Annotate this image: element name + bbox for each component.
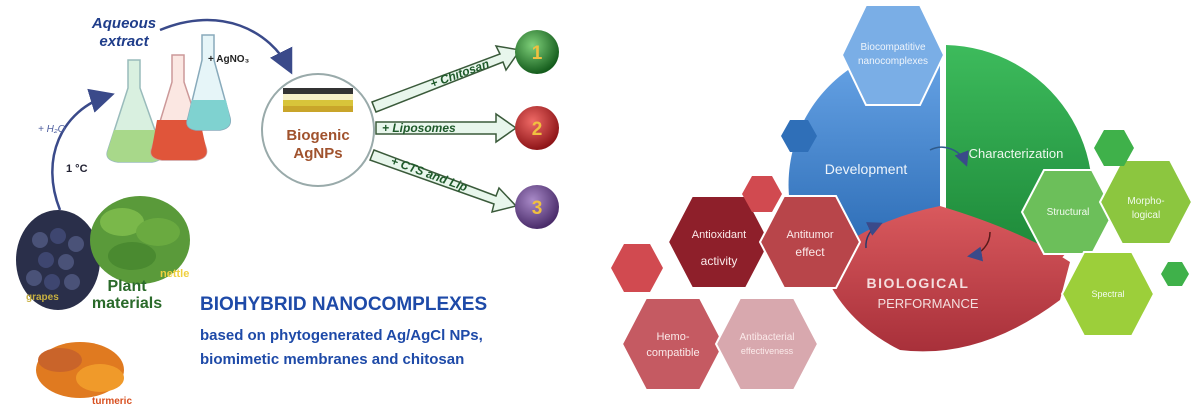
small-green-hexagon-2: [1161, 262, 1189, 286]
route-1-circle: [515, 30, 559, 74]
antioxidant-line1: Antioxidant: [692, 229, 746, 241]
synthesis-arrow: [159, 18, 293, 75]
aqueous-extract-line1: Aqueous: [91, 15, 156, 32]
temperature-label: 1 °C: [66, 163, 88, 175]
biocompatible-line2: nanocomplexes: [858, 56, 928, 67]
biocompatible-line1: Biocompatitive: [860, 42, 925, 53]
plant-materials-line1: Plant: [107, 278, 147, 295]
route-1-number: 1: [532, 43, 543, 64]
hemo-line2: compatible: [646, 347, 699, 359]
antibacterial-hexagon: [714, 297, 820, 391]
route-3-number: 3: [532, 198, 543, 219]
biogenic-line1: Biogenic: [286, 127, 349, 144]
route-3: + CTS and Lip 3: [369, 149, 559, 229]
cycle-arrow-1: [929, 146, 969, 167]
flasks-illustration: [106, 34, 232, 163]
spectral-hexagon: [1060, 251, 1156, 337]
aqueous-extract-line2: extract: [99, 33, 149, 50]
characterization-label: Characterization: [969, 146, 1064, 161]
left-panel: Aqueous extract + H₂O 1 °C + AgNO₃ Bioge…: [16, 15, 559, 406]
nettle-image: [90, 196, 190, 284]
biological-line1: BIOLOGICAL: [867, 275, 970, 291]
subline-2: biomimetic membranes and chitosan: [200, 351, 464, 368]
hemo-line1: Hemo-: [656, 331, 689, 343]
small-red-hexagon-2: [742, 176, 782, 212]
biological-performance-sector: [820, 206, 1070, 352]
small-blue-hexagon: [781, 120, 817, 152]
nettle-label: nettle: [160, 268, 189, 280]
cycle-arrow-3: [865, 222, 883, 249]
route-2-label: + Liposomes: [382, 121, 456, 135]
headline: BIOHYBRID NANOCOMPLEXES: [200, 294, 487, 315]
morphological-hexagon: [1098, 159, 1194, 245]
route-1: + Chitosan 1: [371, 30, 559, 113]
hemocompatible-hexagon: [620, 297, 726, 391]
extraction-arrow: [51, 88, 115, 211]
morphological-line1: Morpho-: [1127, 196, 1164, 207]
grapes-image: [16, 210, 100, 310]
turmeric-label: turmeric: [92, 396, 132, 406]
biological-line2: PERFORMANCE: [877, 296, 978, 311]
structural-label: Structural: [1047, 207, 1090, 218]
route-1-label: + Chitosan: [428, 57, 491, 91]
antibacterial-line2: effectiveness: [741, 346, 794, 356]
route-3-label: + CTS and Lip: [389, 154, 469, 195]
cycle-arrow-2: [967, 231, 991, 262]
route-2-circle: [515, 106, 559, 150]
development-label: Development: [825, 161, 908, 177]
agnps-vials: [283, 88, 353, 112]
route-3-circle: [515, 185, 559, 229]
plant-materials-line2: materials: [92, 295, 162, 312]
small-red-hexagon-1: [611, 244, 663, 292]
antitumor-hexagon: [758, 195, 862, 289]
antitumor-line1: Antitumor: [786, 229, 833, 241]
biogenic-line2: AgNPs: [293, 145, 342, 162]
route-2-number: 2: [532, 119, 543, 140]
water-label: + H₂O: [38, 124, 66, 135]
morphological-line2: logical: [1132, 210, 1160, 221]
turmeric-image: [36, 342, 124, 398]
subline-1: based on phytogenerated Ag/AgCl NPs,: [200, 327, 483, 344]
right-panel: Characterization Development BIOLOGICAL …: [611, 4, 1194, 391]
route-2: + Liposomes 2: [375, 106, 559, 150]
spectral-label: Spectral: [1091, 289, 1124, 299]
antioxidant-line2: activity: [701, 254, 738, 268]
grapes-label: grapes: [26, 292, 59, 303]
antibacterial-line1: Antibacterial: [739, 332, 794, 343]
small-green-hexagon-1: [1094, 130, 1134, 166]
biocompatible-hexagon: [840, 4, 946, 106]
agno3-label: + AgNO₃: [208, 54, 250, 65]
antitumor-line2: effect: [795, 245, 825, 259]
